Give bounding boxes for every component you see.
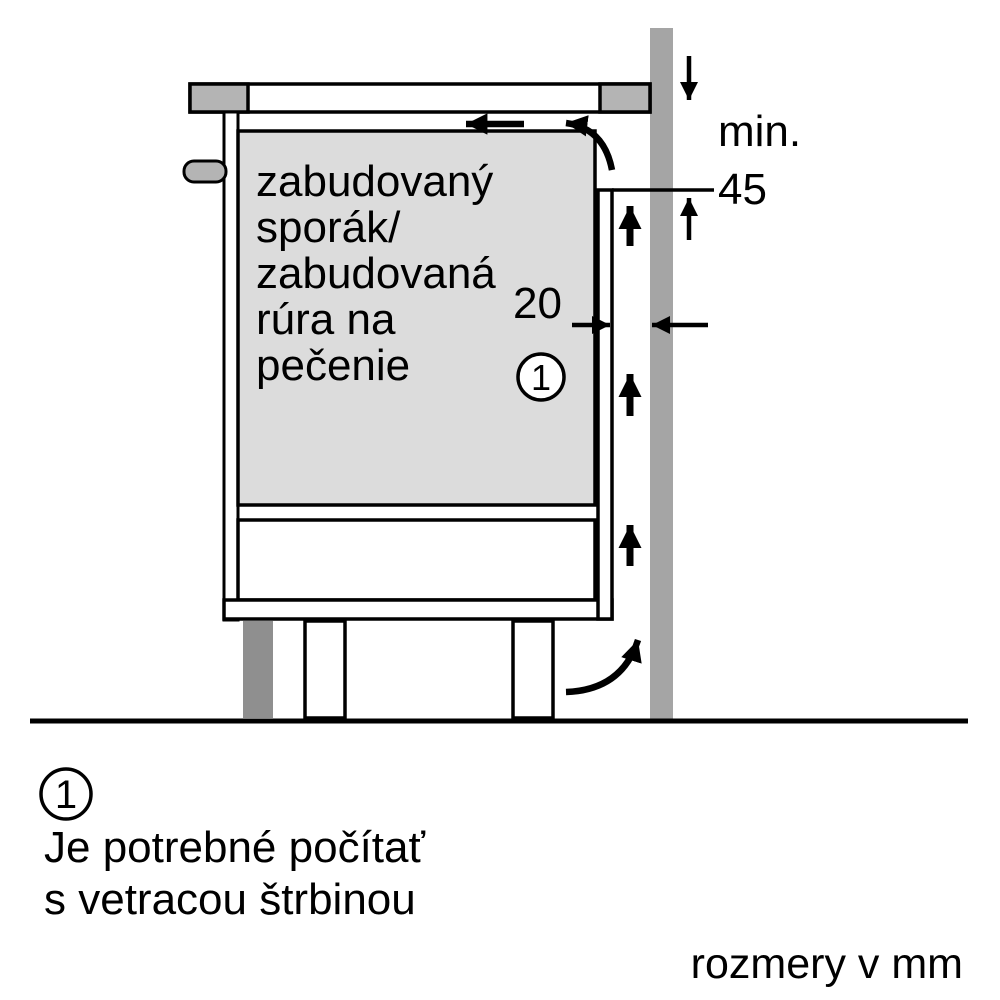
drawer-front: [236, 518, 597, 602]
airflow-curved-arrow-top-icon: [565, 115, 616, 171]
cabinet-left-panel: [222, 110, 240, 622]
dim-gap-value: 20: [513, 279, 562, 328]
cooktop-left-edge: [188, 82, 250, 114]
oven-label-line4: rúra na: [256, 295, 396, 344]
units-note: rozmery v mm: [691, 940, 963, 988]
dim-min-value: 45: [718, 165, 767, 214]
wall: [650, 28, 673, 720]
cabinet-left-leg: [303, 619, 347, 720]
airflow-curved-arrow-bottom-icon: [565, 638, 642, 696]
oven-label-line5: pečenie: [256, 341, 410, 390]
callout-1-number: 1: [531, 357, 551, 398]
callout-1-circle-icon: [516, 352, 566, 402]
cabinet-base: [222, 598, 614, 621]
cabinet-right-leg: [511, 619, 555, 720]
oven-door-handle: [182, 159, 228, 184]
oven-body: [236, 129, 597, 507]
oven-label-line1: zabudovaný: [256, 157, 493, 206]
cooktop-right-edge: [598, 82, 652, 114]
dim-min-label: min.: [718, 107, 801, 156]
oven-label-line2: sporák/: [256, 203, 401, 252]
plinth-support: [243, 621, 273, 718]
legend-callout-circle-icon: [39, 767, 93, 821]
legend-callout-number: 1: [55, 773, 77, 817]
cabinet-back-panel: [596, 188, 614, 621]
countertop: [188, 82, 652, 114]
oven-label-line3: zabudovaná: [256, 249, 496, 298]
legend-note-line1: Je potrebné počítať: [44, 823, 425, 872]
legend-note-line2: s vetracou štrbinou: [44, 875, 416, 924]
